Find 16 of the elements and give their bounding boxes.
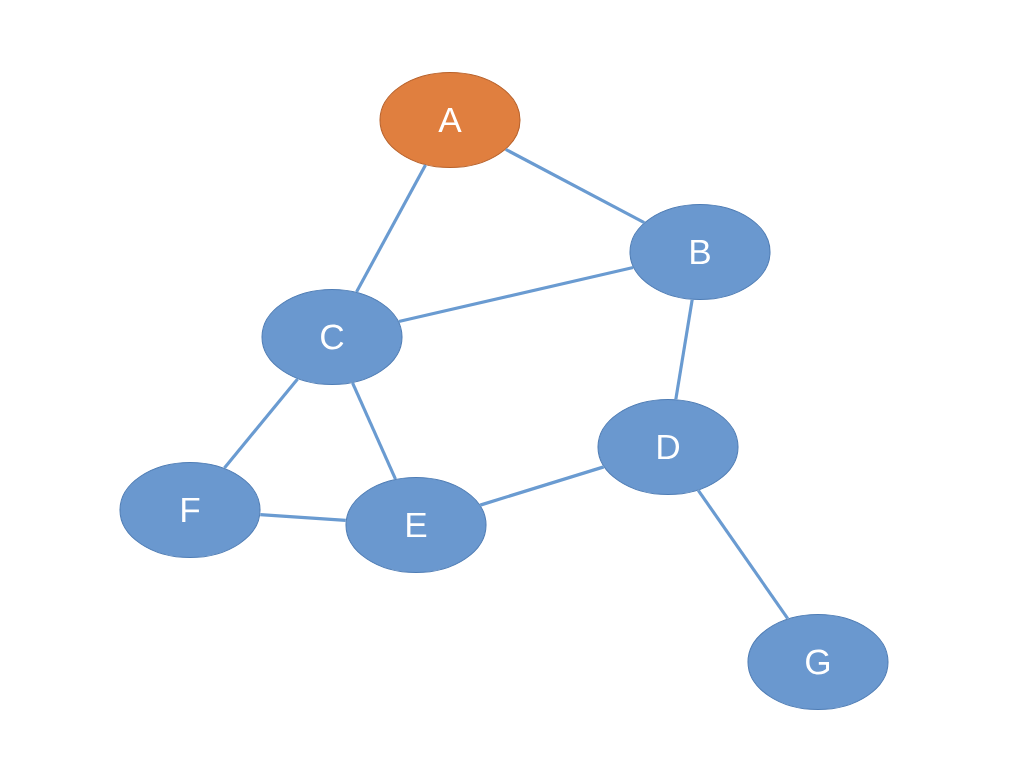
edge-line [479, 465, 605, 507]
edge-line [351, 382, 397, 480]
edge-line [696, 489, 790, 620]
graph-node: F [119, 461, 261, 559]
graph-node: D [597, 398, 739, 496]
graph-node: E [345, 476, 487, 574]
graph-node: A [379, 71, 521, 168]
edge-line [505, 148, 645, 224]
graph-node: C [261, 288, 403, 386]
graph-node: B [629, 203, 771, 300]
edge-line [223, 377, 299, 470]
edge-line [674, 299, 694, 400]
graph-node: G [747, 613, 889, 711]
edge-line [260, 513, 346, 522]
edge-line [355, 164, 427, 293]
edge-line [398, 265, 634, 324]
